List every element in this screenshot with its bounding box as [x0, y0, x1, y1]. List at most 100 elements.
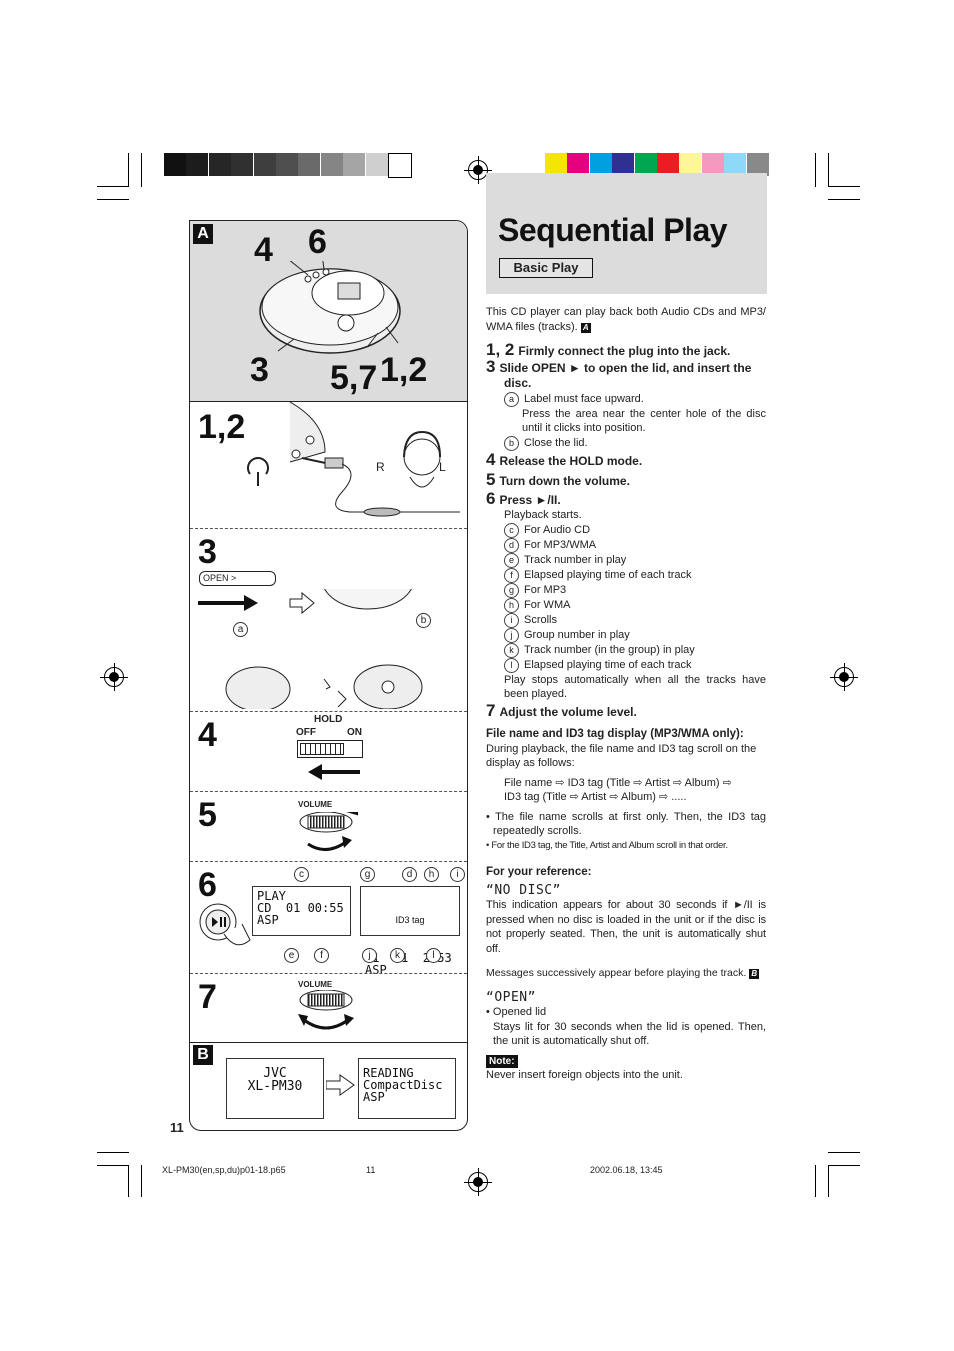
crop-mark: [815, 1165, 816, 1197]
id3-tag-label: ID3 tag: [395, 915, 425, 925]
page-number: 11: [170, 1120, 184, 1135]
hold-label: HOLD: [314, 714, 343, 725]
note-label: Note:: [486, 1054, 518, 1068]
volume-label: VOLUME: [298, 980, 333, 989]
step-6-illustration: 6 PLAY CD 01 00:55 ASP ID3 tag 01 01 2:5…: [190, 862, 467, 976]
crop-mark: [815, 153, 816, 187]
callout-c: c: [294, 867, 309, 882]
callout-d: d: [402, 867, 417, 882]
crop-mark: [828, 1165, 829, 1197]
step-number: 7: [198, 978, 217, 1016]
id3-bullet-2: • For the ID3 tag, the Title, Artist and…: [486, 839, 728, 851]
crop-mark: [828, 153, 829, 187]
callout-b: b: [416, 613, 431, 628]
gray-swatch: [164, 153, 186, 176]
registration-mark-icon: [830, 663, 858, 691]
callout-1-2: 1,2: [380, 351, 428, 389]
gray-swatch: [276, 153, 298, 176]
crop-mark: [141, 1165, 142, 1197]
crop-mark: [828, 1152, 860, 1153]
gray-swatch: [388, 153, 412, 178]
gray-swatch: [231, 153, 254, 176]
color-swatch: [612, 153, 635, 176]
color-swatch: [746, 153, 769, 176]
crop-mark: [128, 153, 129, 187]
illustration-panel: A 4 6 3 5,7 1,2 1,2: [189, 220, 468, 1131]
color-swatch: [545, 153, 567, 176]
arrow-left-icon: [308, 764, 360, 780]
crop-mark: [97, 1152, 129, 1153]
diagram-b: B JVC XL-PM30 READING CompactDisc ASP: [190, 1043, 467, 1130]
label-b: B: [193, 1045, 213, 1065]
crop-mark: [828, 186, 860, 187]
callout-3: 3: [250, 351, 269, 389]
intro-text: This CD player can play back both Audio …: [486, 305, 766, 334]
crop-mark: [141, 153, 142, 187]
gray-swatch: [298, 153, 321, 176]
gray-swatch: [186, 153, 209, 176]
step-3-illustration: 3 OPEN > a b: [190, 529, 467, 709]
registration-mark-icon: [464, 156, 492, 184]
headphone-jack-icon: [247, 402, 460, 517]
hold-on-label: ON: [347, 727, 362, 738]
callout-j: j: [362, 948, 377, 963]
footer-file: XL-PM30(en,sp,du)p01-18.p65: [162, 1165, 286, 1175]
callout-l: l: [426, 948, 441, 963]
color-swatch: [657, 153, 679, 176]
callout-6: 6: [308, 223, 327, 261]
hold-off-label: OFF: [296, 727, 316, 738]
gray-swatch: [253, 153, 276, 176]
lcd-audio-cd: PLAY CD 01 00:55 ASP: [252, 886, 351, 936]
crop-mark: [828, 1165, 860, 1166]
callout-e: e: [284, 948, 299, 963]
callout-i: i: [450, 867, 465, 882]
open-bullet: • Opened lid: [486, 1006, 547, 1018]
callout-g: g: [360, 867, 375, 882]
color-swatch: [724, 153, 747, 176]
crop-mark: [128, 1165, 129, 1197]
step6-outro: Play stops automatically when all the tr…: [504, 673, 766, 701]
id3-text: During playback, the file name and ID3 t…: [486, 742, 757, 770]
callout-a: a: [233, 622, 248, 637]
ref-b-icon: B: [749, 969, 760, 979]
reference-section: For your reference: “NO DISC” This indic…: [486, 865, 766, 1083]
diagram-a: A 4 6 3 5,7 1,2: [190, 221, 467, 401]
step-1-2-illustration: 1,2 R L: [190, 402, 467, 528]
intro-paragraph: This CD player can play back both Audio …: [486, 306, 766, 333]
footer-date: 2002.06.18, 13:45: [590, 1165, 663, 1175]
id3-sequence-2: ID3 tag (Title ⇨ Artist ⇨ Album) ⇨ .....: [504, 791, 687, 803]
open-slider: OPEN >: [199, 571, 276, 586]
step6-intro: Playback starts.: [504, 509, 582, 521]
open-label: “OPEN”: [486, 989, 536, 1005]
arrow-right-icon: [198, 589, 423, 709]
crop-mark: [97, 199, 129, 200]
callout-4: 4: [254, 231, 273, 269]
color-swatch: [589, 153, 612, 176]
no-disc-text: This indication appears for about 30 sec…: [486, 899, 766, 955]
right-channel-label: R: [376, 460, 385, 474]
step3-sub-press: Press the area near the center hole of t…: [522, 407, 766, 435]
volume-label: VOLUME: [298, 800, 333, 809]
lcd-startup: JVC XL-PM30: [226, 1058, 324, 1119]
crop-mark: [97, 1165, 129, 1166]
left-channel-label: L: [439, 460, 446, 474]
footer-page: 11: [366, 1165, 376, 1175]
step-4-illustration: 4 HOLD OFF ON: [190, 712, 467, 790]
step-5-illustration: 5 VOLUME: [190, 792, 467, 860]
color-swatch: [701, 153, 724, 176]
id3-heading: File name and ID3 tag display (MP3/WMA o…: [486, 728, 744, 740]
